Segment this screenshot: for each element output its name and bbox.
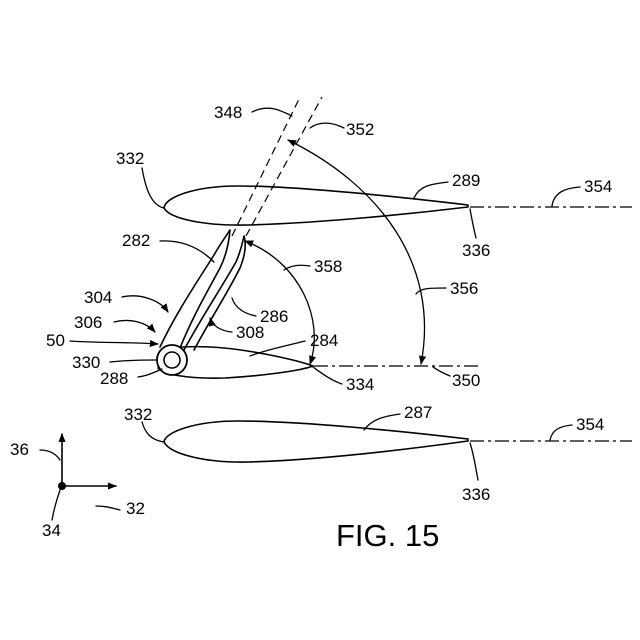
leader-288 [138, 369, 162, 377]
leader-334 [313, 367, 342, 384]
leader-336-top [470, 209, 476, 238]
label-352: 352 [346, 120, 374, 139]
rotation-arc-356 [288, 140, 425, 364]
label-34: 34 [42, 521, 61, 540]
label-336-bottom: 336 [462, 485, 490, 504]
label-308: 308 [236, 323, 264, 342]
leader-354-top [552, 187, 580, 206]
label-306: 306 [74, 313, 102, 332]
label-287: 287 [404, 403, 432, 422]
leader-332-bottom [142, 422, 164, 442]
label-289: 289 [452, 171, 480, 190]
leader-354-bottom [550, 425, 572, 440]
label-332-top: 332 [116, 149, 144, 168]
label-334: 334 [346, 375, 374, 394]
label-50: 50 [46, 331, 65, 350]
coordinate-axes [40, 434, 120, 520]
dashed-line-352 [246, 97, 322, 236]
label-304: 304 [84, 288, 112, 307]
leader-287 [364, 414, 400, 430]
leader-308 [210, 318, 232, 332]
leader-336-bottom [470, 443, 478, 480]
label-350: 350 [452, 371, 480, 390]
leader-358 [284, 265, 310, 270]
leader-348 [252, 108, 292, 116]
label-284: 284 [310, 331, 338, 350]
leader-332-top [142, 168, 164, 208]
leader-330 [110, 360, 157, 362]
upper-airfoil-289 [164, 186, 468, 225]
leader-286 [232, 298, 256, 316]
figure-title: FIG. 15 [336, 518, 439, 553]
leader-282 [160, 241, 214, 262]
leader-350 [433, 367, 450, 376]
label-356: 356 [450, 279, 478, 298]
label-358: 358 [314, 257, 342, 276]
leader-306 [114, 320, 155, 332]
leader-50 [70, 341, 158, 344]
label-332-bottom: 332 [124, 405, 152, 424]
leader-304 [122, 296, 168, 312]
label-354-bottom: 354 [576, 415, 604, 434]
leader-284 [250, 341, 305, 356]
lower-airfoil-287 [164, 421, 468, 462]
label-36: 36 [10, 440, 29, 459]
leader-352 [310, 123, 344, 128]
label-288: 288 [100, 369, 128, 388]
label-354-top: 354 [584, 177, 612, 196]
label-32: 32 [126, 499, 145, 518]
label-336-top: 336 [462, 241, 490, 260]
origin-dot [58, 482, 66, 490]
label-348: 348 [214, 103, 242, 122]
leader-289 [414, 182, 448, 198]
hinge-inner-circle [164, 352, 180, 368]
rotation-arc-358 [245, 241, 314, 364]
label-282: 282 [122, 231, 150, 250]
label-330: 330 [72, 353, 100, 372]
